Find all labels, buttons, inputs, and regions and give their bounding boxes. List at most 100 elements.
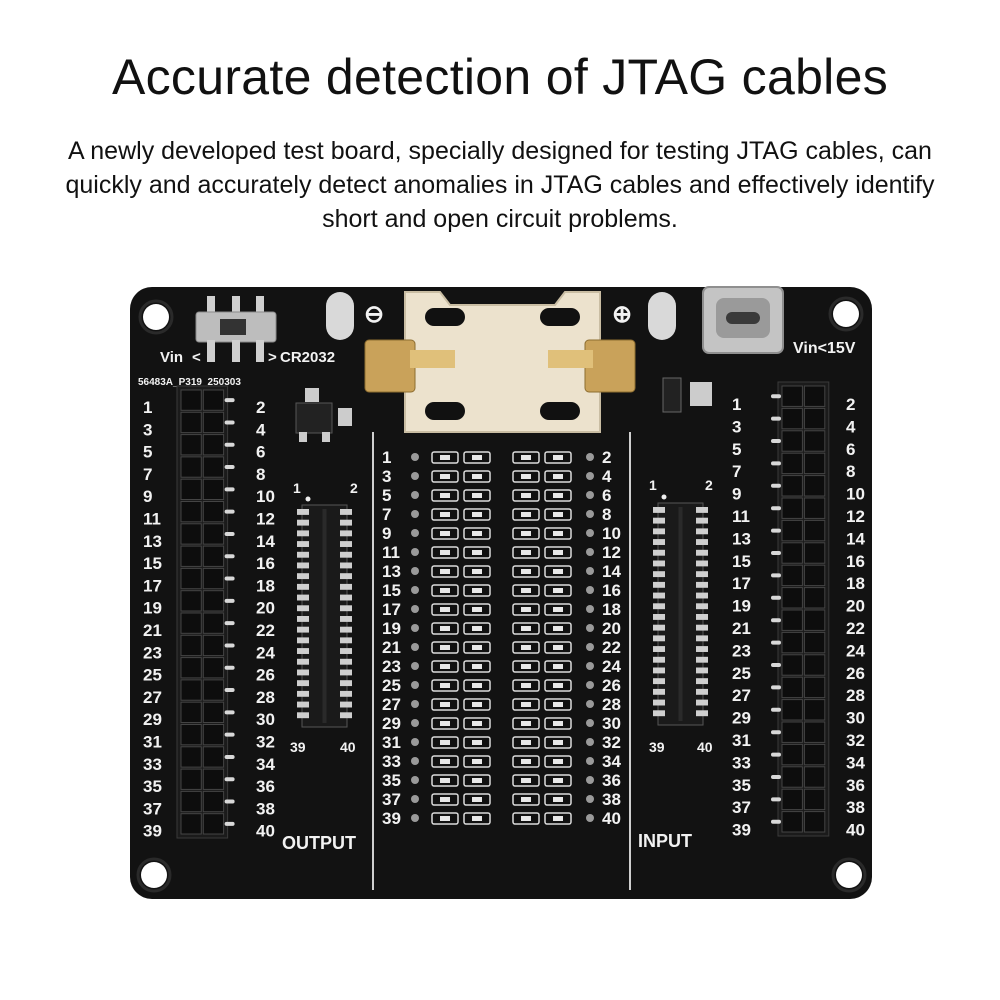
header-pin-lead (224, 621, 235, 626)
pin-number-label: 1 (143, 398, 152, 417)
header-socket (180, 790, 202, 813)
header-pin-lead (224, 665, 235, 670)
test-point (411, 491, 419, 499)
test-point (586, 548, 594, 556)
battery-holder (364, 291, 636, 433)
pin-number-label: 17 (732, 574, 751, 593)
power-switch[interactable] (195, 296, 277, 362)
connector-pin (653, 507, 665, 513)
pin-number-label: 23 (382, 657, 401, 676)
pin-number-label: 19 (732, 597, 751, 616)
pin-number-label: 29 (143, 710, 162, 729)
input-pin39-label: 39 (649, 739, 665, 755)
header-socket (180, 724, 202, 746)
header-socket (202, 724, 225, 746)
battery-pad-plus (648, 292, 676, 340)
header-socket (803, 475, 826, 497)
test-point (411, 548, 419, 556)
header-pin-lead (771, 551, 781, 555)
pin-number-label: 19 (382, 619, 401, 638)
pin-number-label: 16 (602, 581, 621, 600)
regulator-chip (295, 377, 712, 442)
pin-number-label: 31 (143, 733, 162, 752)
connector-pin (653, 614, 665, 620)
header-pin-lead (771, 506, 781, 511)
connector-pin (297, 562, 309, 569)
header-pin-lead (224, 509, 235, 514)
usb-c-port[interactable] (702, 286, 784, 354)
connector-pin (340, 551, 352, 558)
connector-pin (696, 699, 708, 706)
connector-pin (696, 678, 708, 685)
header-socket (202, 545, 225, 567)
header-socket (781, 542, 803, 564)
pin-number-label: 21 (143, 621, 162, 640)
header-socket (803, 743, 826, 766)
header-socket (781, 699, 803, 721)
pin-number-label: 11 (732, 507, 750, 526)
connector-pin (653, 646, 665, 652)
connector-pin (340, 658, 352, 665)
pin-number-label: 22 (256, 621, 275, 640)
header-socket (781, 743, 803, 766)
header-pin-lead (224, 732, 235, 737)
pin-number-label: 14 (602, 562, 621, 581)
output-pin39-label: 39 (290, 739, 306, 755)
pin-number-label: 18 (256, 576, 275, 595)
connector-pin (297, 669, 309, 676)
right-pin-header (771, 381, 830, 837)
header-socket (202, 701, 225, 724)
pin-number-label: 22 (602, 638, 621, 657)
connector-pin (340, 680, 352, 687)
header-pin-lead (771, 752, 781, 757)
header-socket (781, 631, 803, 654)
header-pin-lead (771, 461, 781, 466)
pin-number-label: 2 (256, 398, 265, 417)
header-socket (202, 790, 225, 813)
header-socket (180, 612, 202, 634)
connector-pin (340, 573, 352, 580)
connector-pin (340, 669, 352, 676)
header-socket (180, 434, 202, 456)
pin-number-label: 40 (846, 821, 865, 840)
pin-number-label: 17 (143, 576, 162, 595)
pin-number-label: 14 (846, 529, 865, 548)
pin-number-label: 35 (143, 777, 162, 796)
pin-number-label: 25 (382, 676, 401, 695)
header-socket (803, 452, 826, 475)
pin-number-label: 35 (732, 776, 751, 795)
input-label: INPUT (638, 831, 692, 851)
test-point (586, 700, 594, 708)
header-socket (781, 564, 803, 587)
test-point (411, 719, 419, 727)
connector-pin (653, 560, 665, 567)
connector-pin (653, 539, 665, 545)
connector-pin (653, 699, 665, 706)
pin-number-label: 24 (256, 643, 275, 662)
pin-number-label: 10 (846, 485, 865, 504)
test-point (411, 605, 419, 613)
test-point (411, 738, 419, 746)
pin-number-label: 5 (732, 440, 741, 459)
header-socket (803, 788, 826, 811)
header-pin-lead (771, 775, 781, 779)
pin-number-label: 33 (732, 753, 751, 772)
header-pin-lead (224, 487, 235, 492)
header-socket (180, 501, 202, 523)
output-pin1-label: 1 (293, 480, 301, 496)
connector-pin (297, 626, 309, 633)
connector-pin (297, 509, 309, 515)
test-point (586, 776, 594, 784)
pin-number-label: 30 (256, 710, 275, 729)
header-socket (781, 766, 803, 788)
connector-pin (340, 712, 352, 719)
header-socket (180, 813, 202, 835)
connector-pin (696, 592, 708, 599)
header-socket (781, 609, 803, 631)
header-socket (202, 590, 225, 612)
connector-pin (696, 656, 708, 663)
pin-number-label: 3 (732, 417, 741, 436)
test-point (586, 795, 594, 803)
